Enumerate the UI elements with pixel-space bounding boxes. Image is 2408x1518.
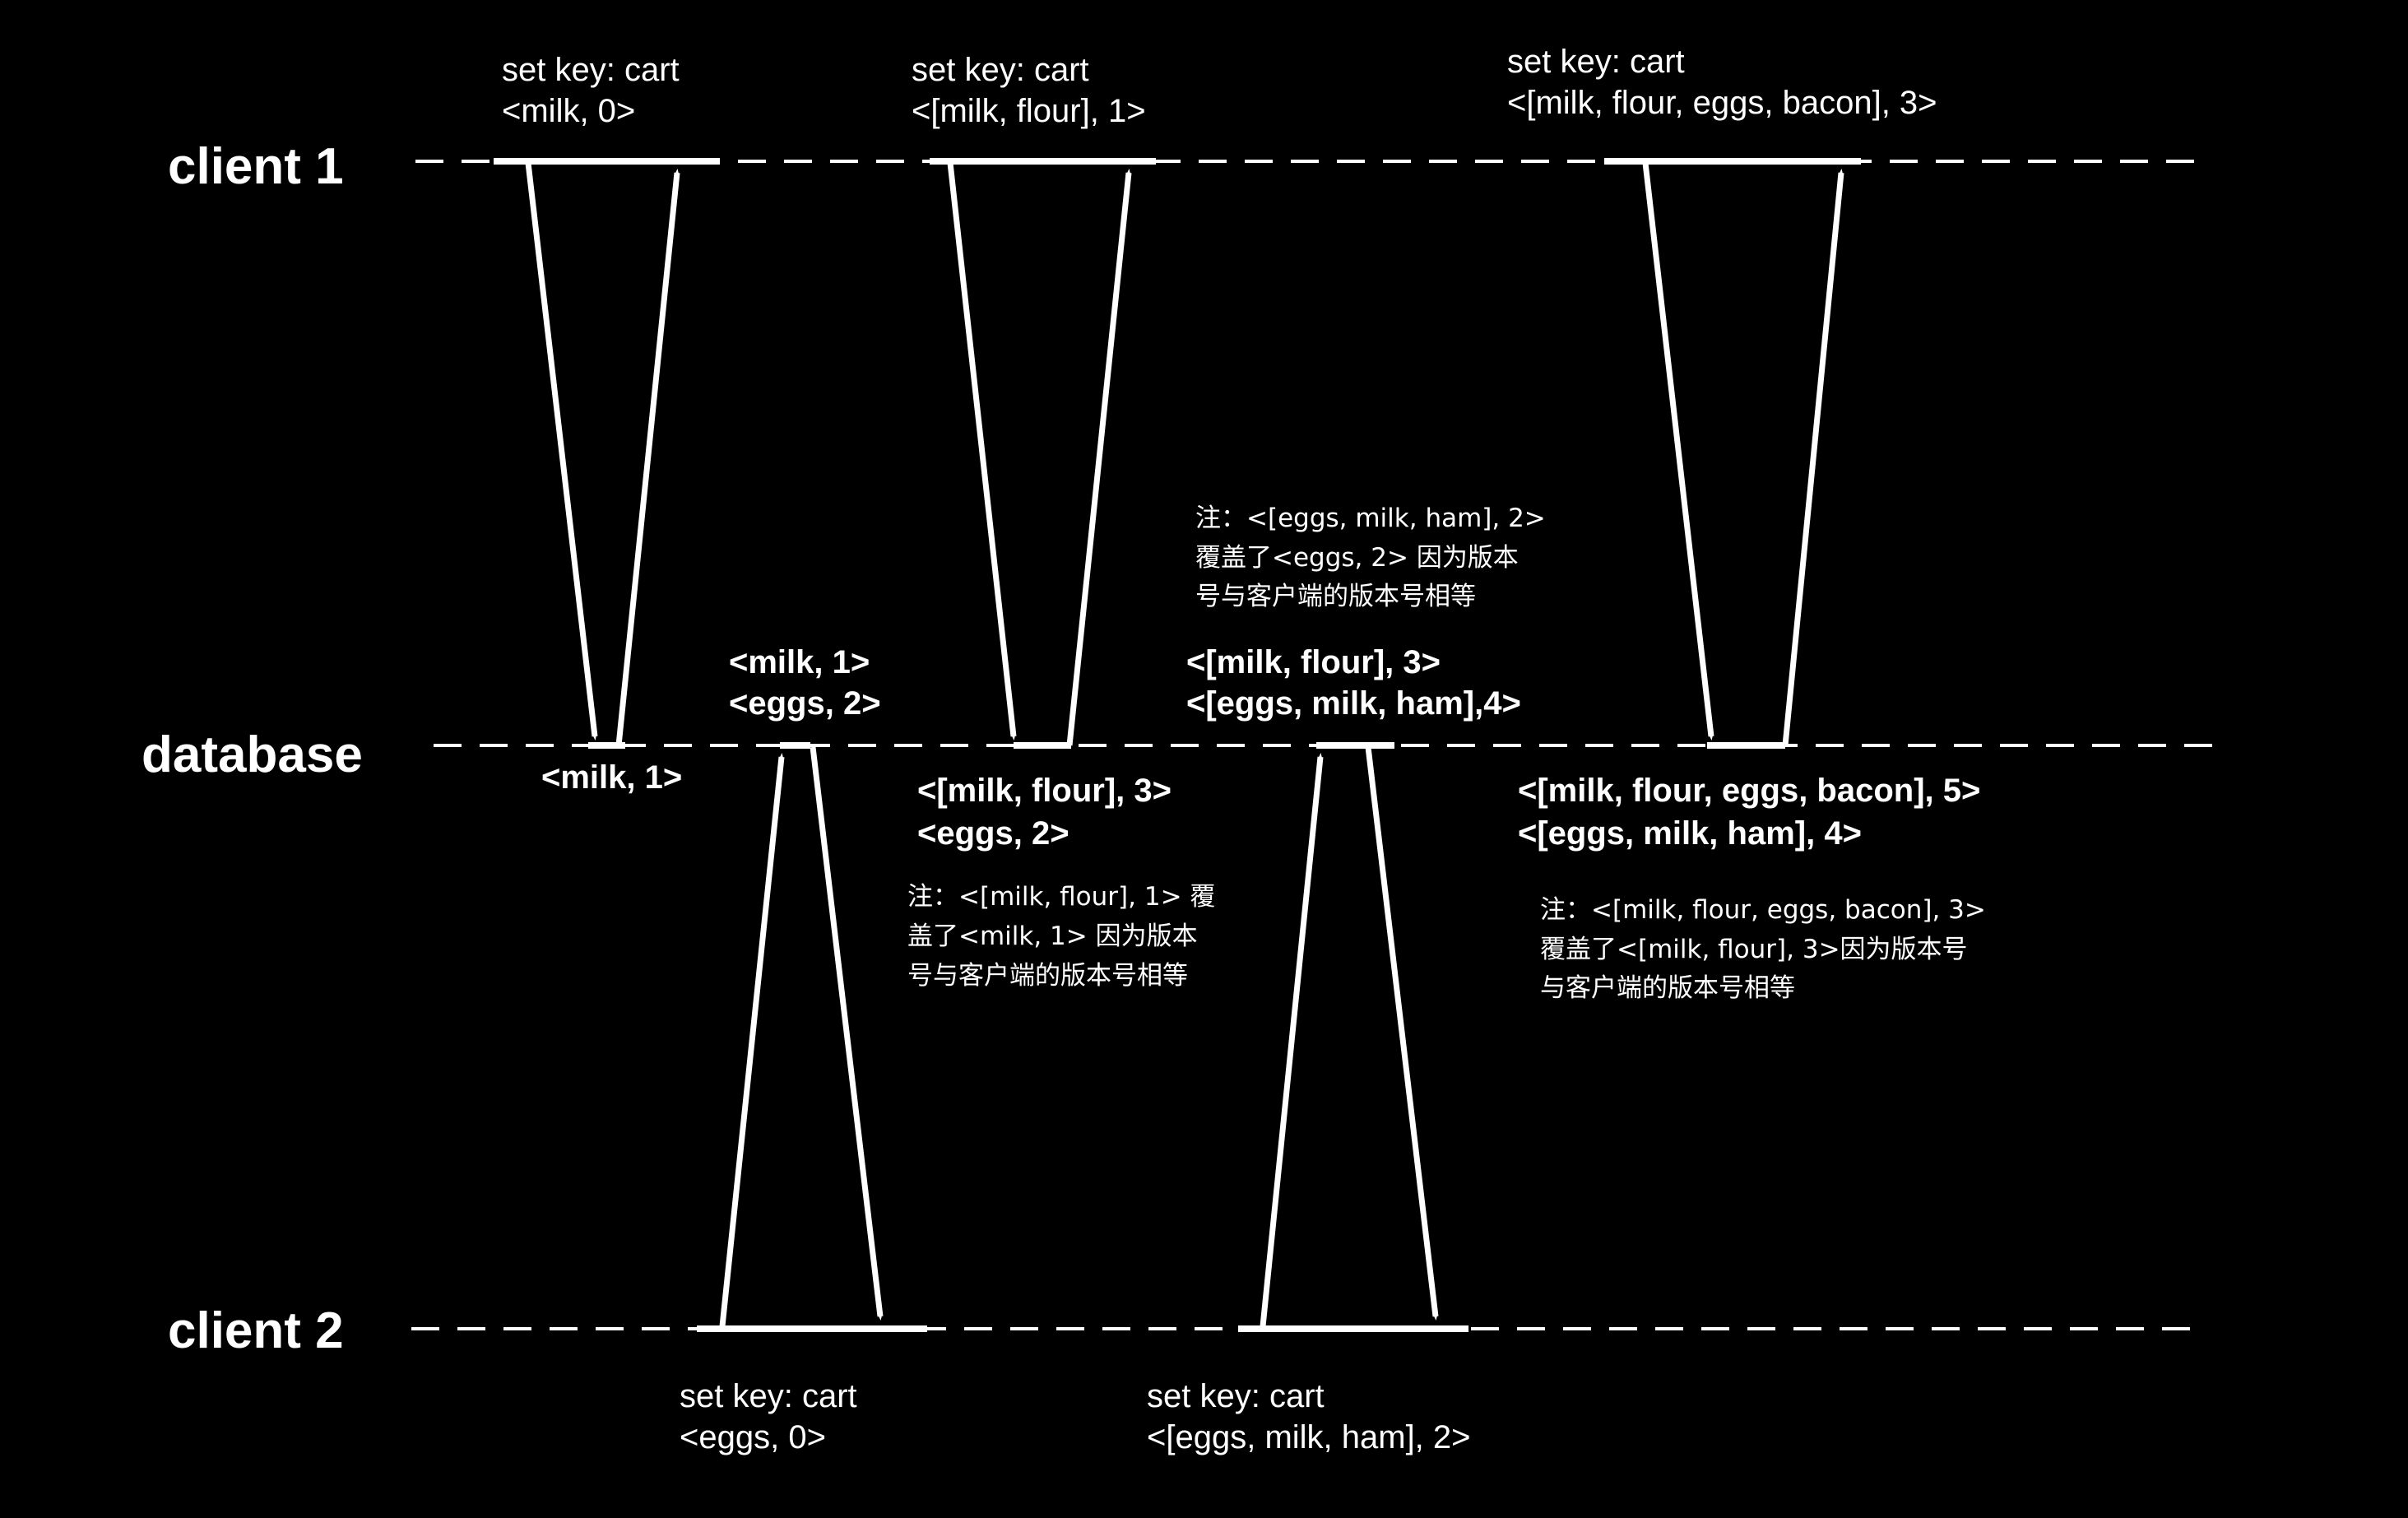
note-3-line1: 注：<[milk, flour, eggs, bacon], 3>	[1540, 895, 1986, 925]
db-state-1-line1: <milk, 1>	[541, 759, 682, 796]
db-state-4: <[milk, flour], 3> <[eggs, milk, ham],4>	[1186, 644, 1521, 722]
arrow-db-to-client1-3	[1782, 169, 1844, 746]
db-state-3-line2: <eggs, 2>	[917, 815, 1069, 852]
client2-op-1-line1: set key: cart	[680, 1378, 857, 1414]
note-1-line3: 号与客户端的版本号相等	[907, 961, 1188, 991]
note-2: 注：<[eggs, milk, ham], 2> 覆盖了<eggs, 2> 因为…	[1195, 504, 1546, 611]
client2-op-2-line1: set key: cart	[1147, 1378, 1325, 1414]
client1-op-1: set key: cart <milk, 0>	[502, 52, 680, 129]
arrow-client2-to-db-2	[1260, 753, 1324, 1327]
note-2-line2: 覆盖了<eggs, 2> 因为版本	[1195, 543, 1519, 573]
arrow-client1-to-db-2	[947, 162, 1017, 740]
arrow-db-to-client1-1	[615, 169, 680, 746]
arrow-db-to-client2-1	[810, 746, 884, 1321]
note-2-line3: 号与客户端的版本号相等	[1195, 582, 1476, 611]
db-state-2-line1: <milk, 1>	[729, 644, 870, 680]
client2-op-2: set key: cart <[eggs, milk, ham], 2>	[1147, 1378, 1471, 1455]
note-1-line2: 盖了<milk, 1> 因为版本	[907, 921, 1198, 951]
db-state-3-line1: <[milk, flour], 3>	[917, 773, 1172, 809]
client1-op-1-line1: set key: cart	[502, 52, 680, 88]
note-3-line3: 与客户端的版本号相等	[1540, 973, 1795, 1003]
client2-op-1: set key: cart <eggs, 0>	[680, 1378, 857, 1455]
note-3-line2: 覆盖了<[milk, flour], 3>因为版本号	[1540, 935, 1968, 964]
db-state-4-line1: <[milk, flour], 3>	[1186, 644, 1441, 680]
db-state-3: <[milk, flour], 3> <eggs, 2>	[917, 773, 1172, 852]
lane-label-client2: client 2	[168, 1302, 344, 1359]
db-state-2-line2: <eggs, 2>	[729, 685, 881, 722]
client1-op-3: set key: cart <[milk, flour, eggs, bacon…	[1507, 44, 1937, 121]
client1-op-2-line2: <[milk, flour], 1>	[912, 93, 1146, 129]
note-3: 注：<[milk, flour, eggs, bacon], 3> 覆盖了<[m…	[1540, 895, 1986, 1003]
arrow-client1-to-db-3	[1642, 162, 1714, 740]
db-state-5-line1: <[milk, flour, eggs, bacon], 5>	[1518, 773, 1980, 809]
lane-label-client1: client 1	[168, 138, 344, 195]
client1-op-1-line2: <milk, 0>	[502, 93, 635, 129]
lane-label-database: database	[142, 727, 363, 783]
client1-op-3-line1: set key: cart	[1507, 44, 1685, 80]
db-state-1: <milk, 1>	[541, 759, 682, 796]
note-1-line1: 注：<[milk, flour], 1> 覆	[907, 882, 1215, 912]
client1-op-3-line2: <[milk, flour, eggs, bacon], 3>	[1507, 85, 1937, 121]
note-1: 注：<[milk, flour], 1> 覆 盖了<milk, 1> 因为版本 …	[907, 882, 1215, 991]
arrow-db-to-client1-2	[1066, 169, 1132, 746]
client2-op-2-line2: <[eggs, milk, ham], 2>	[1147, 1419, 1471, 1455]
arrow-client1-to-db-1	[525, 162, 598, 740]
db-state-5: <[milk, flour, eggs, bacon], 5> <[eggs, …	[1518, 773, 1980, 852]
db-state-4-line2: <[eggs, milk, ham],4>	[1186, 685, 1521, 722]
arrow-client2-to-db-1	[719, 753, 785, 1327]
client1-op-2: set key: cart <[milk, flour], 1>	[912, 52, 1146, 129]
arrow-db-to-client2-2	[1365, 746, 1439, 1321]
db-state-5-line2: <[eggs, milk, ham], 4>	[1518, 815, 1862, 852]
db-state-2: <milk, 1> <eggs, 2>	[729, 644, 881, 722]
client1-op-2-line1: set key: cart	[912, 52, 1089, 88]
note-2-line1: 注：<[eggs, milk, ham], 2>	[1195, 504, 1546, 533]
client2-op-1-line2: <eggs, 0>	[680, 1419, 826, 1455]
